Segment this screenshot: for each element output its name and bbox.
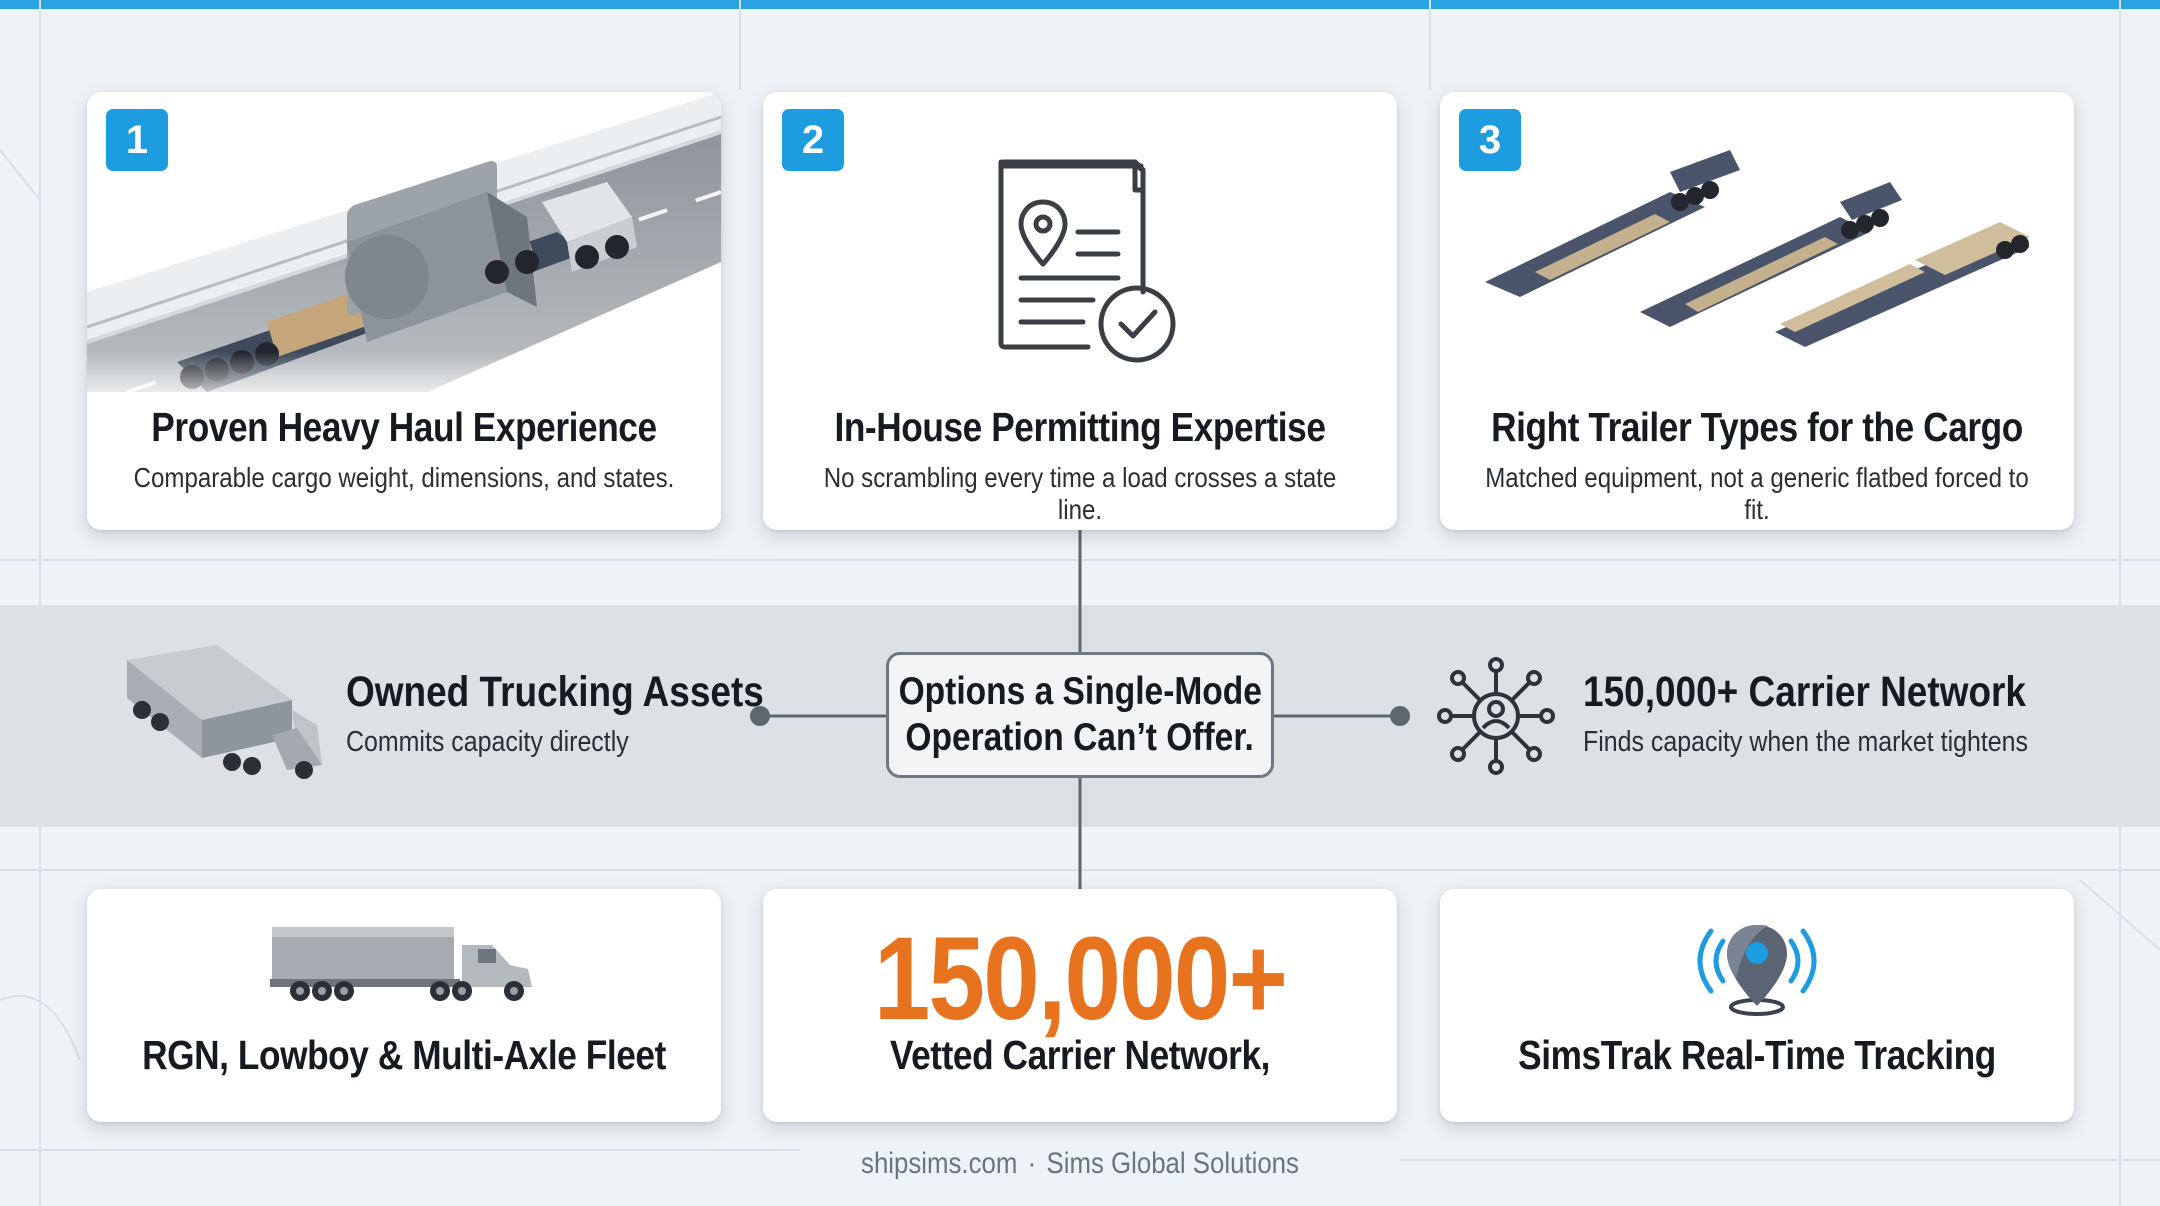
card-title: SimsTrak Real-Time Tracking <box>1518 1032 1996 1078</box>
card-title: RGN, Lowboy & Multi-Axle Fleet <box>142 1032 666 1078</box>
footer-company: Sims Global Solutions <box>1046 1147 1299 1180</box>
center-line-2: Operation Can’t Offer. <box>905 716 1255 759</box>
card-fleet: RGN, Lowboy & Multi-Axle Fleet <box>87 889 721 1122</box>
card-trailer-types: 3 Right Trailer Types for the Cargo Matc… <box>1440 92 2074 530</box>
owned-assets-title: Owned Trucking Assets <box>346 668 764 716</box>
carrier-network-subtitle: Finds capacity when the market tightens <box>1583 726 2028 758</box>
step-badge-2: 2 <box>782 109 844 171</box>
footer-site-link[interactable]: shipsims.com <box>861 1147 1018 1180</box>
card-title: Proven Heavy Haul Experience <box>151 404 657 450</box>
step-badge-1: 1 <box>106 109 168 171</box>
carrier-count-stat: 150,000+ <box>873 913 1288 1045</box>
card-subtitle: No scrambling every time a load crosses … <box>823 462 1337 525</box>
owned-assets-subtitle: Commits capacity directly <box>346 726 629 758</box>
location-pin-signal-icon <box>1697 925 1817 1016</box>
permit-document-check-icon <box>998 159 1176 363</box>
center-line-1: Options a Single-Mode <box>898 670 1262 713</box>
center-options-box: Options a Single-Mode Operation Can’t Of… <box>886 652 1274 778</box>
heavy-haul-truck-illustration <box>87 92 721 392</box>
card-heavy-haul: 1 Proven Heavy Haul Experience Comparabl… <box>87 92 721 530</box>
semi-truck-icon <box>127 645 322 779</box>
card-title: In-House Permitting Expertise <box>834 404 1326 450</box>
connector-dot-right <box>1390 706 1410 726</box>
network-hub-icon <box>1437 657 1555 775</box>
trailer-types-illustration <box>1485 150 2030 347</box>
card-title: Right Trailer Types for the Cargo <box>1491 404 2023 450</box>
step-badge-3: 3 <box>1459 109 1521 171</box>
carrier-network-title: 150,000+ Carrier Network <box>1583 668 2027 716</box>
footer: shipsims.com · Sims Global Solutions <box>151 1147 2009 1181</box>
card-title: Vetted Carrier Network, <box>889 1032 1271 1078</box>
card-permitting: 2 In-House Permitting Expertise No scram… <box>763 92 1397 530</box>
top-accent-bar <box>0 0 2160 9</box>
card-simstrak: SimsTrak Real-Time Tracking <box>1440 889 2074 1122</box>
footer-separator: · <box>1027 1147 1037 1180</box>
card-subtitle: Comparable cargo weight, dimensions, and… <box>133 462 675 493</box>
fleet-truck-icon <box>270 927 532 1001</box>
card-subtitle: Matched equipment, not a generic flatbed… <box>1485 462 2029 525</box>
card-vetted-network: 150,000+ Vetted Carrier Network, <box>763 889 1397 1122</box>
connector-dot-left <box>750 706 770 726</box>
